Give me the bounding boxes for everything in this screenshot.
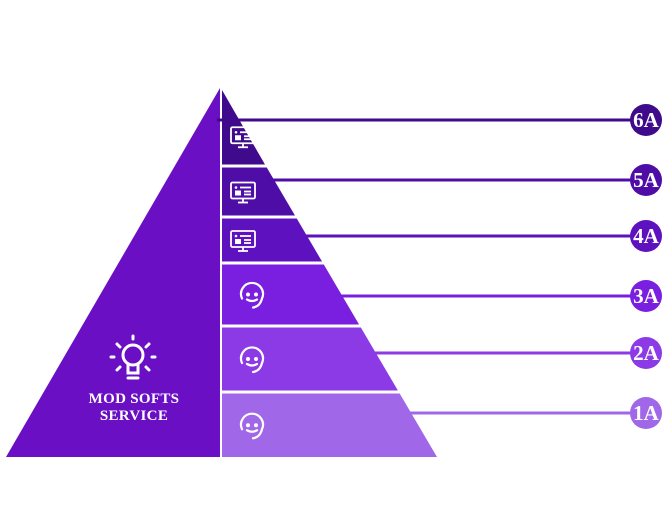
badge-2A bbox=[630, 337, 662, 369]
monitor-icon bbox=[230, 181, 256, 204]
badge-6A bbox=[630, 104, 662, 136]
badge-3A bbox=[630, 280, 662, 312]
level-leaders: 6A 5A 4A 3A 2A 1A bbox=[216, 104, 662, 429]
monitor-icon bbox=[230, 126, 256, 149]
pyramid-right-face bbox=[222, 90, 437, 457]
level-label: 1A bbox=[633, 401, 660, 425]
headset-icon bbox=[239, 281, 265, 309]
headset-icon bbox=[239, 346, 265, 374]
pyramid-tier-1A bbox=[222, 393, 437, 457]
level-label: 4A bbox=[633, 224, 660, 248]
lightbulb-icon bbox=[109, 334, 157, 380]
pyramid-tier-3A bbox=[222, 264, 360, 325]
left-title-line2: SERVICE bbox=[100, 408, 168, 424]
badge-5A bbox=[630, 164, 662, 196]
pyramid-left-face bbox=[6, 88, 220, 457]
pyramid-tier-2A bbox=[222, 327, 398, 391]
headset-icon bbox=[239, 412, 265, 440]
level-label: 5A bbox=[633, 168, 660, 192]
level-label: 3A bbox=[633, 284, 660, 308]
left-title-line1: MOD SOFTS bbox=[89, 391, 180, 407]
badge-4A bbox=[630, 220, 662, 252]
badge-1A bbox=[630, 397, 662, 429]
level-label: 6A bbox=[633, 108, 660, 132]
pyramid-tier-5A bbox=[222, 167, 295, 216]
monitor-icon bbox=[230, 230, 256, 252]
level-label: 2A bbox=[633, 341, 660, 365]
